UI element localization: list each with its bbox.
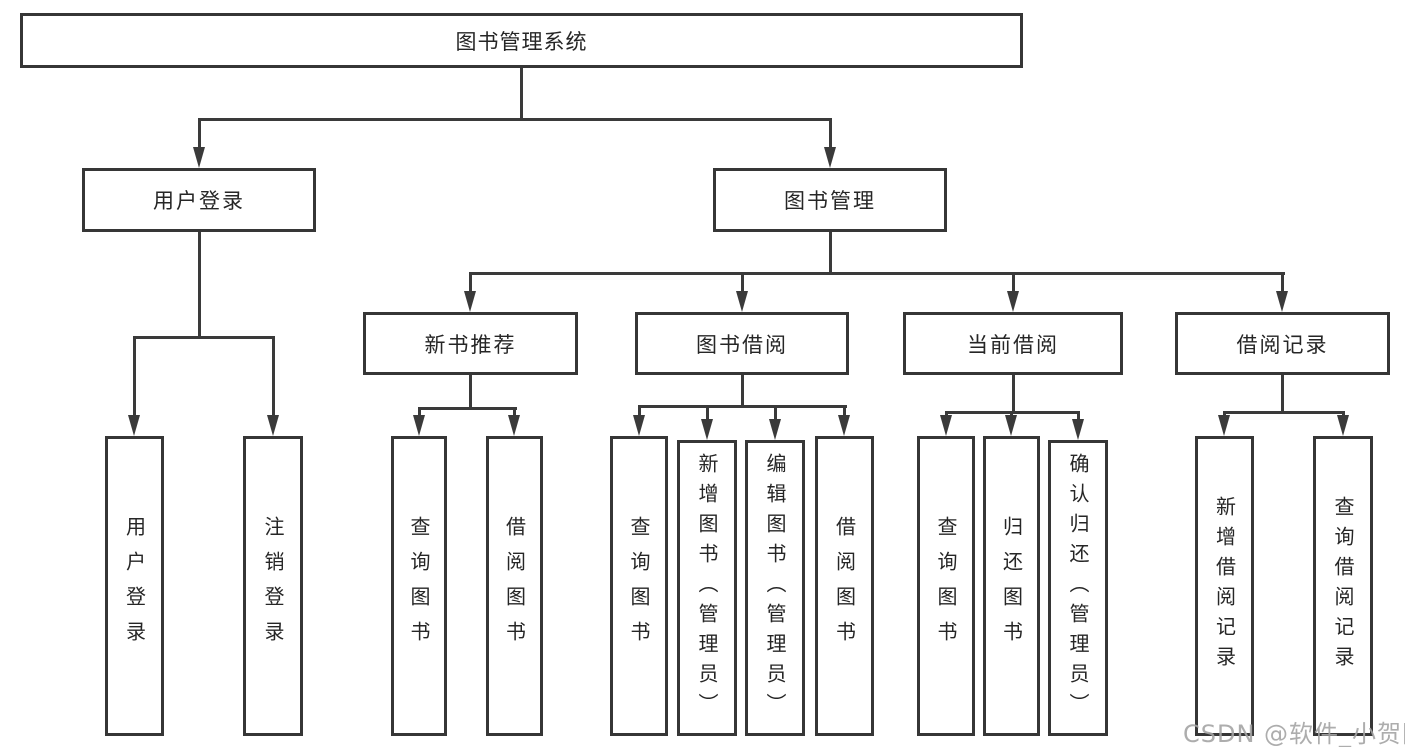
arrow-down-icon xyxy=(1336,415,1349,436)
node-label: 新书推荐 xyxy=(424,332,517,357)
leaf-query-books-borrowing: 查询图书 xyxy=(610,436,668,736)
arrow-down-icon xyxy=(632,415,645,436)
connector-line xyxy=(705,405,709,419)
leaf-logout-login: 注销登录 xyxy=(243,436,303,736)
connector-line xyxy=(1076,411,1080,419)
arrow-down-icon xyxy=(1218,415,1230,436)
node-current-borrowing: 当前借阅 xyxy=(903,312,1123,375)
leaf-label: 查询图书 xyxy=(627,516,651,656)
connector-line xyxy=(520,68,523,118)
connector-line xyxy=(417,407,421,415)
connector-line xyxy=(417,407,517,410)
connector-line xyxy=(1010,411,1013,415)
arrow-down-icon xyxy=(735,291,748,312)
connector-line xyxy=(944,411,948,415)
connector-line xyxy=(197,118,201,147)
arrow-down-icon xyxy=(128,415,140,436)
arrow-down-icon xyxy=(1071,419,1084,440)
arrow-down-icon xyxy=(1006,291,1019,312)
connector-line xyxy=(740,375,744,405)
leaf-add-borrow-record: 新增借阅记录 xyxy=(1195,436,1254,736)
leaf-borrow-books-borrowing: 借阅图书 xyxy=(815,436,874,736)
leaf-query-borrow-record: 查询借阅记录 xyxy=(1313,436,1373,736)
connector-line xyxy=(468,272,1285,275)
arrow-down-icon xyxy=(508,415,520,436)
leaf-label: 新增借阅记录 xyxy=(1212,496,1237,676)
arrow-down-icon xyxy=(700,419,713,440)
node-user-login: 用户登录 xyxy=(82,168,316,232)
node-label: 图书借阅 xyxy=(696,332,788,357)
connector-line xyxy=(1223,411,1226,415)
leaf-label: 新增图书（管理员） xyxy=(695,453,719,723)
arrow-down-icon xyxy=(1005,415,1017,436)
connector-line xyxy=(740,272,744,291)
leaf-add-book-admin: 新增图书（管理员） xyxy=(677,440,737,736)
connector-line xyxy=(271,336,275,415)
leaf-return-book: 归还图书 xyxy=(983,436,1040,736)
connector-line xyxy=(637,405,847,408)
leaf-label: 查询图书 xyxy=(934,516,958,656)
leaf-label: 查询图书 xyxy=(407,516,431,656)
leaf-label: 注销登录 xyxy=(261,516,285,656)
arrow-down-icon xyxy=(463,291,476,312)
watermark: CSDN @软件_小贺同学 xyxy=(1183,720,1405,747)
arrow-down-icon xyxy=(412,415,425,436)
node-label: 图书管理 xyxy=(784,189,876,213)
connector-line xyxy=(843,405,846,415)
connector-line xyxy=(1281,375,1284,411)
connector-line xyxy=(133,336,275,339)
connector-line xyxy=(828,118,832,147)
leaf-confirm-return-admin: 确认归还（管理员） xyxy=(1048,440,1108,736)
connector-line xyxy=(197,232,201,336)
arrow-down-icon xyxy=(838,415,850,436)
leaf-user-login: 用户登录 xyxy=(105,436,164,736)
connector-line xyxy=(1341,411,1345,415)
leaf-label: 确认归还（管理员） xyxy=(1066,453,1090,723)
node-label: 用户登录 xyxy=(153,189,245,213)
leaf-label: 借阅图书 xyxy=(832,516,857,656)
connector-line xyxy=(828,232,832,272)
connector-line xyxy=(1223,411,1345,414)
connector-line xyxy=(468,375,472,407)
arrow-down-icon xyxy=(1276,291,1288,312)
node-book-management: 图书管理 xyxy=(713,168,947,232)
node-library-management-system: 图书管理系统 xyxy=(20,13,1023,68)
leaf-label: 归还图书 xyxy=(999,516,1024,656)
arrow-down-icon xyxy=(823,147,836,168)
connector-line xyxy=(1011,375,1015,411)
node-borrowing-records: 借阅记录 xyxy=(1175,312,1390,375)
node-new-book-recommend: 新书推荐 xyxy=(363,312,578,375)
connector-line xyxy=(197,118,832,121)
leaf-label: 用户登录 xyxy=(122,516,147,656)
leaf-edit-book-admin: 编辑图书（管理员） xyxy=(745,440,805,736)
arrow-down-icon xyxy=(939,415,952,436)
connector-line xyxy=(1281,272,1284,291)
arrow-down-icon xyxy=(768,419,781,440)
leaf-label: 借阅图书 xyxy=(502,516,527,656)
leaf-borrow-books-recommend: 借阅图书 xyxy=(486,436,543,736)
leaf-label: 编辑图书（管理员） xyxy=(763,453,787,723)
leaf-label: 查询借阅记录 xyxy=(1331,496,1355,676)
node-label: 当前借阅 xyxy=(967,332,1059,357)
arrow-down-icon xyxy=(266,415,279,436)
arrow-down-icon xyxy=(192,147,205,168)
node-book-borrowing: 图书借阅 xyxy=(635,312,849,375)
node-label: 借阅记录 xyxy=(1236,332,1329,357)
connector-line xyxy=(773,405,777,419)
node-label: 图书管理系统 xyxy=(455,29,588,54)
connector-line xyxy=(1011,272,1015,291)
connector-line xyxy=(133,336,136,415)
connector-line xyxy=(513,407,516,415)
leaf-query-books-current: 查询图书 xyxy=(917,436,975,736)
leaf-query-books-recommend: 查询图书 xyxy=(391,436,447,736)
connector-line xyxy=(468,272,472,291)
connector-line xyxy=(637,405,641,415)
